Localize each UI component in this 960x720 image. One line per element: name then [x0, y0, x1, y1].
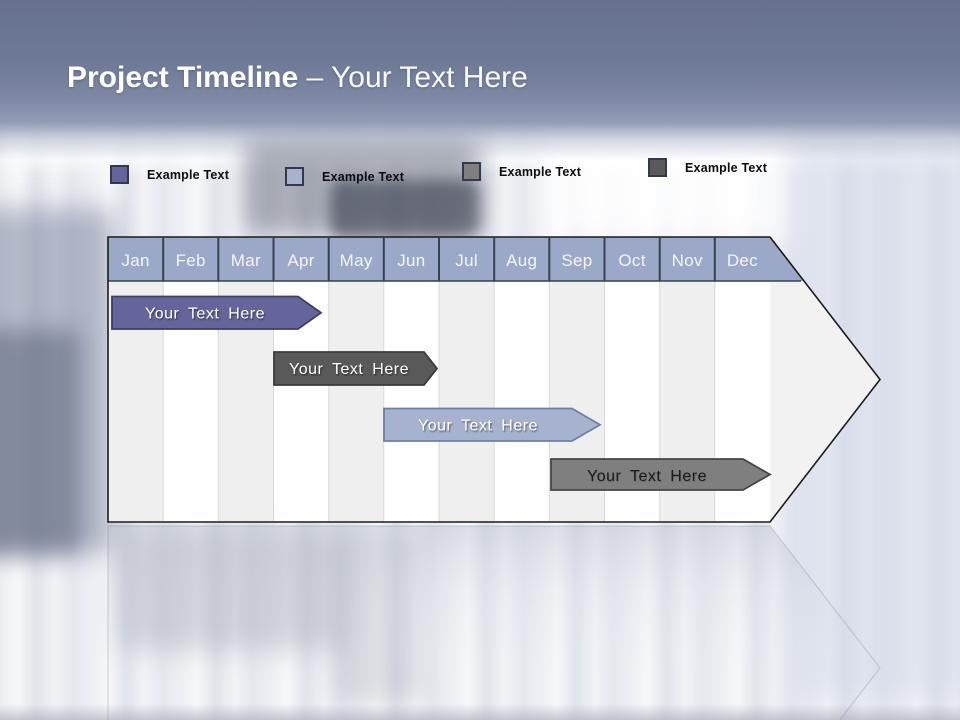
month-label: Nov [672, 251, 703, 270]
legend-item-3[interactable]: Example Text [462, 162, 581, 181]
task-bar-1[interactable]: Your Text Here [111, 295, 323, 330]
month-column [383, 281, 439, 522]
legend-swatch-1 [110, 165, 129, 184]
month-label: Feb [176, 251, 206, 270]
month-label: Oct [618, 251, 645, 270]
bg-blur-dark-object-core [330, 180, 480, 238]
task-bar-3-shape[interactable] [383, 407, 602, 442]
legend-swatch-2 [285, 167, 304, 186]
month-label: Jun [397, 251, 425, 270]
legend-label-4: Example Text [685, 160, 768, 175]
legend-swatch-3 [462, 162, 481, 181]
month-label: Sep [561, 251, 592, 270]
task-bar-3-label[interactable]: Your Text Here [418, 418, 538, 435]
task-bar-1-shape[interactable] [111, 295, 323, 330]
legend-label-1: Example Text [147, 167, 230, 182]
month-label: Jan [121, 251, 149, 270]
month-column [494, 281, 550, 522]
legend-item-1[interactable]: Example Text [110, 165, 229, 184]
title-suffix: – Your Text Here [306, 61, 528, 94]
task-bar-2-label[interactable]: Your Text Here [289, 361, 409, 378]
month-column [439, 281, 495, 522]
task-bar-2-shape[interactable] [273, 351, 439, 386]
month-label: Aug [506, 251, 537, 270]
month-label: Jul [455, 251, 478, 270]
legend-label-3: Example Text [499, 164, 582, 179]
month-label: Dec [727, 251, 758, 270]
legend-item-4[interactable]: Example Text [648, 158, 767, 177]
title-main: Project Timeline [67, 61, 299, 94]
timeline-arrow-outline [107, 236, 882, 523]
header-gradient-band [0, 0, 960, 160]
month-column [328, 281, 384, 522]
slide-title[interactable]: Project Timeline – Your Text Here [67, 60, 528, 96]
legend-label-2: Example Text [322, 169, 405, 184]
task-bar-1-label[interactable]: Your Text Here [145, 306, 265, 323]
legend-swatch-4 [648, 158, 667, 177]
task-bar-3[interactable]: Your Text Here [383, 407, 602, 442]
task-bar-4-label[interactable]: Your Text Here [587, 468, 707, 485]
legend-item-2[interactable]: Example Text [285, 167, 404, 186]
month-label: Mar [231, 251, 261, 270]
task-bar-2[interactable]: Your Text Here [273, 351, 439, 386]
month-label: May [340, 251, 373, 270]
bg-blur-left-pillar [0, 208, 115, 553]
month-label: Apr [287, 251, 314, 270]
task-bar-4[interactable]: Your Text Here [550, 458, 772, 491]
bg-blur-left-pillar-dark [0, 330, 80, 555]
task-bar-4-shape[interactable] [550, 458, 772, 491]
table-reflection [107, 525, 881, 720]
